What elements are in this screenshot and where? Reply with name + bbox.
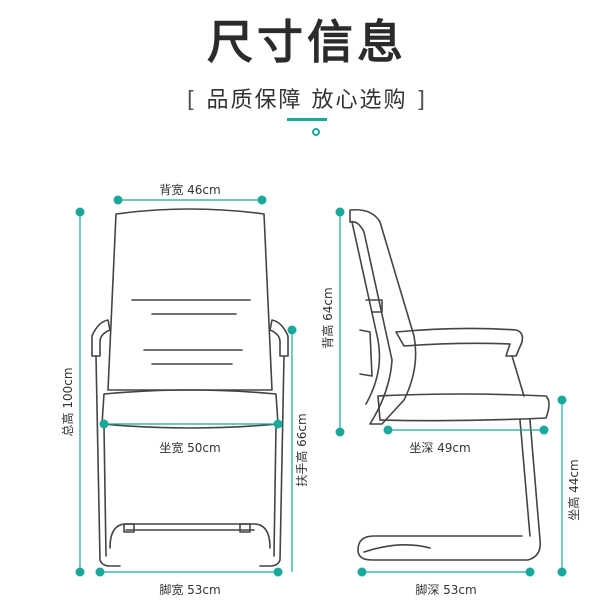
label-back-height: 背高 64cm	[320, 287, 335, 348]
label-seat-width: 坐宽 50cm	[159, 440, 220, 455]
bracket-left: [	[186, 88, 198, 113]
page-subtitle: [ 品质保障 放心选购 ]	[0, 82, 614, 114]
front-leg-right	[259, 355, 285, 567]
side-frame-front	[511, 355, 525, 397]
label-seat-height: 坐高 44cm	[566, 459, 581, 520]
front-base	[109, 523, 271, 549]
side-frame-leg-inner	[519, 419, 531, 537]
side-dimension-dots	[335, 207, 567, 577]
side-back-bracket-2	[359, 329, 373, 377]
side-base-runner	[363, 544, 431, 553]
side-frame-leg	[357, 419, 542, 561]
subtitle-text: 品质保障 放心选购	[206, 88, 408, 113]
page-title: 尺寸信息	[207, 15, 407, 69]
label-back-width: 背宽 46cm	[159, 182, 220, 197]
side-dimensions	[339, 212, 563, 573]
label-foot-depth: 脚深 53cm	[415, 582, 476, 597]
front-armrest-left	[91, 319, 111, 357]
front-foot-pad-left	[123, 523, 135, 533]
label-total-height: 总高 100cm	[60, 367, 75, 436]
side-armrest	[395, 327, 524, 357]
front-leg-right-inner	[273, 425, 277, 557]
label-seat-depth: 坐深 49cm	[409, 441, 470, 455]
accent-divider	[287, 118, 327, 121]
front-foot-pad-right	[239, 523, 251, 533]
front-chair-drawing	[91, 208, 289, 567]
label-armrest-height: 扶手高 66cm	[294, 413, 309, 486]
front-leg-left-inner	[103, 425, 107, 557]
side-backrest-inner	[351, 221, 381, 405]
front-backrest	[107, 208, 273, 391]
side-chair-drawing	[349, 208, 550, 561]
label-foot-width: 脚宽 53cm	[159, 582, 220, 597]
front-leg-left	[95, 355, 121, 567]
bracket-right: ]	[416, 88, 428, 113]
side-seat	[377, 393, 550, 422]
front-armrest-right	[269, 319, 289, 357]
accent-dot-icon	[312, 128, 320, 136]
front-dimension-dots	[75, 195, 297, 577]
side-back-bracket	[365, 299, 383, 313]
front-dimensions	[79, 199, 293, 573]
side-backrest	[349, 208, 417, 425]
front-seat	[101, 389, 279, 429]
